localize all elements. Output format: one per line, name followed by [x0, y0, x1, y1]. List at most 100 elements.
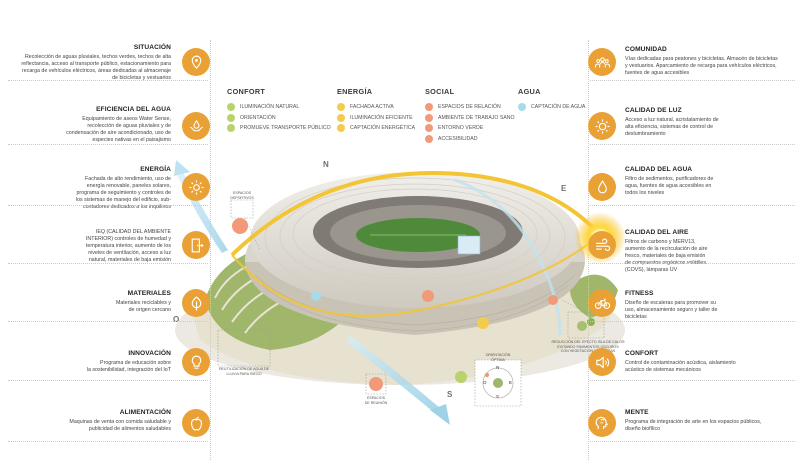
- marker-deportivos: [232, 218, 248, 234]
- location-pin-icon: [182, 48, 210, 76]
- legend-swatch: [227, 124, 235, 133]
- legend-group-1: ENERGÍA FACHADA ACTIVA ILUMINACIÓN EFICIEN…: [337, 87, 415, 134]
- item-description-line: de origen cercano: [128, 306, 171, 313]
- legend-swatch: [337, 103, 345, 112]
- item-title: CALIDAD DEL AGUA: [625, 166, 693, 173]
- connector-line: [8, 263, 208, 264]
- cardinal-north: N: [323, 160, 329, 169]
- item-description-line: condensación de aire acondicionado, uso …: [66, 129, 171, 136]
- legend-label: ILUMINACIÓN NATURAL: [240, 104, 300, 111]
- item-description-line: publicidad de alimentos saludables: [88, 425, 171, 432]
- legend-group-title: CONFORT: [227, 87, 266, 96]
- item-description-line: recolección de aguas pluviales y de: [87, 122, 171, 129]
- legend-swatch: [425, 113, 433, 122]
- item-description: Equipamiento de aseos Water Sense,recole…: [6, 116, 171, 144]
- item-description: Vías dedicadas para peatones y bicicleta…: [625, 56, 797, 77]
- cardinal-east: E: [561, 184, 567, 193]
- item-title: EFICIENCIA DEL AGUA: [96, 106, 171, 113]
- legend-item: ACCESIBILIDAD: [425, 134, 515, 145]
- item-description-line: INTERIOR) controles de humedad y: [85, 235, 171, 242]
- legend-swatch: [425, 134, 433, 143]
- connector-line: [8, 321, 208, 322]
- item-description-line: todos los niveles: [625, 189, 665, 196]
- item-description-line: Filtro de sedimentos, purificadores de: [625, 176, 714, 182]
- item-description-line: de compuestos orgánicos volátiles: [625, 259, 706, 266]
- air-arrow-right: [454, 178, 562, 336]
- legend-item: ESPACIOS DE RELACIÓN: [425, 102, 515, 113]
- item-description: Control de contaminación acústica, aisla…: [625, 360, 797, 374]
- apple-icon: [182, 409, 210, 437]
- item-description-line: Filtros de carbono y MERV13,: [625, 239, 696, 245]
- callout-isla: [567, 311, 605, 339]
- legend-swatch: [425, 103, 433, 112]
- callout-deportivos: [230, 199, 254, 219]
- item-description-line: Programa de integración de arte en los e…: [625, 419, 762, 425]
- legend-swatch: [337, 113, 345, 122]
- connector-line: [8, 80, 208, 81]
- legend-group-title: SOCIAL: [425, 87, 455, 96]
- left-rail: [210, 40, 211, 460]
- legend-swatch: [425, 124, 433, 133]
- connector-line: [590, 263, 795, 264]
- item-description-line: programa de seguimiento y controles de: [76, 189, 171, 196]
- item-description-line: niveles de ventilación, acceso a luz: [88, 249, 171, 256]
- connector-line: [590, 441, 795, 442]
- connector-line: [8, 441, 208, 442]
- legend-label: FACHADA ACTIVA: [350, 104, 394, 111]
- legend-group-title: ENERGÍA: [337, 87, 373, 96]
- item-description-line: acústico de sistemas mecánicos: [625, 366, 701, 373]
- connector-line: [8, 144, 208, 145]
- legend-item: ENTORNO VERDE: [425, 123, 515, 134]
- item-description-line: natural, materiales de baja emisión: [88, 256, 171, 263]
- legend-swatch: [227, 113, 235, 122]
- item-description-line: diseño biofílico: [625, 425, 661, 432]
- door-exit-icon: [182, 231, 210, 259]
- connector-line: [590, 380, 795, 381]
- item-description-line: Equipamiento de aseos Water Sense,: [82, 116, 171, 122]
- item-description-line: (COVS), lámparas UV: [625, 266, 678, 273]
- item-description-line: Maquinas de venta con comida saludable y: [69, 419, 171, 425]
- sun-path: [230, 170, 602, 257]
- item-description-line: reflectancia, acceso al transporte públi…: [21, 60, 171, 67]
- item-description-line: Acceso a luz natural, acristalamiento de: [625, 117, 719, 123]
- item-description: Programa de integración de arte en los e…: [625, 419, 797, 433]
- legend-label: CAPTACIÓN DE AGUA: [531, 104, 586, 111]
- item-title: FITNESS: [625, 290, 654, 297]
- right-item-0: COMUNIDAD Vías dedicadas para peatones y …: [625, 46, 797, 77]
- item-description-line: Programa de educación sobre: [100, 360, 171, 366]
- item-title: INNOVACIÓN: [128, 350, 171, 357]
- right-item-2: CALIDAD DEL AGUA Filtro de sedimentos, pu…: [625, 166, 797, 197]
- legend-label: ILUMINACIÓN EFICIENTE: [350, 114, 413, 121]
- item-title: COMUNIDAD: [625, 46, 667, 53]
- connector-line: [590, 205, 795, 206]
- item-description-line: Materiales reciclables y: [115, 300, 171, 306]
- legend-item: CAPTACIÓN ENERGÉTICA: [337, 123, 415, 134]
- legend-label: ENTORNO VERDE: [438, 125, 484, 132]
- wind-icon: [588, 231, 616, 259]
- callout-reunion: [365, 373, 387, 395]
- marker-reunion: [369, 377, 383, 391]
- legend-label: ORIENTACIÓN: [240, 114, 276, 121]
- speaker-icon: [588, 348, 616, 376]
- item-description-line: contadores dedicados a los inquilinos: [82, 203, 171, 210]
- tree-icon: [182, 289, 210, 317]
- item-description-line: temperatura interior, aumento de los: [85, 242, 171, 249]
- item-description: Recolección de aguas pluviales, techos v…: [6, 54, 171, 82]
- legend-label: CAPTACIÓN ENERGÉTICA: [350, 125, 416, 132]
- connector-line: [8, 205, 208, 206]
